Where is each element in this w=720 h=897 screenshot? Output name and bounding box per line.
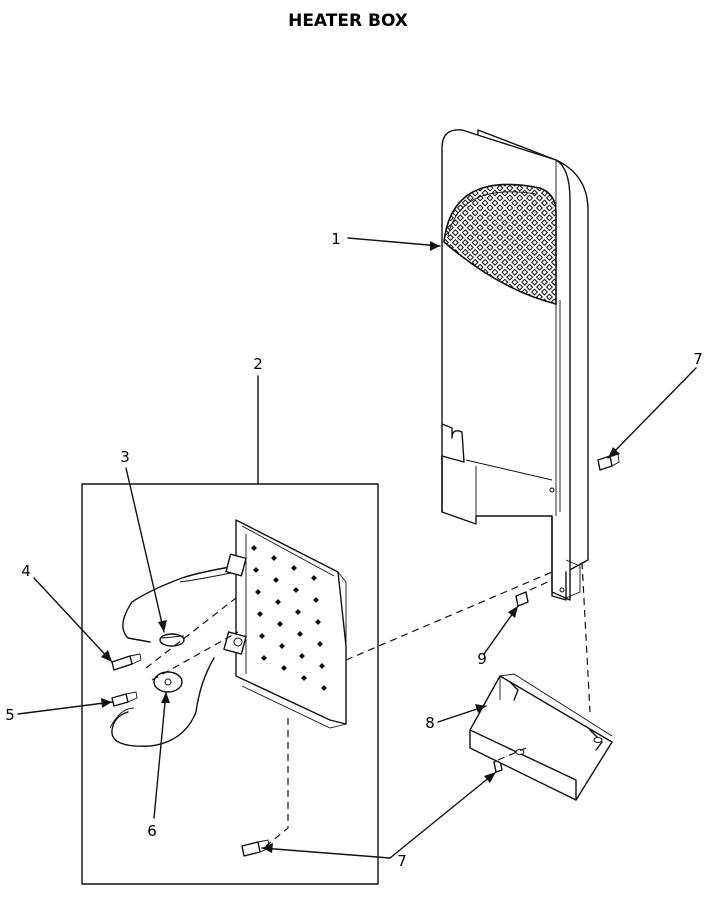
callout-5: 5	[5, 706, 15, 724]
plate-terminal-hole	[281, 665, 287, 671]
plate-terminal-hole	[297, 631, 303, 637]
callout-3: 3	[120, 448, 130, 466]
plate-terminal-hole	[315, 619, 321, 625]
heating-element-plate	[235, 519, 347, 729]
plate-terminal-hole	[317, 641, 323, 647]
assembly-lines	[145, 561, 591, 847]
plate-terminal-hole	[301, 675, 307, 681]
callout-7-lower: 7	[397, 852, 407, 870]
plate-terminal-hole	[273, 577, 279, 583]
callout-4: 4	[21, 562, 31, 580]
heater-assembly-frame	[81, 483, 379, 885]
plate-terminal-hole	[257, 611, 263, 617]
plate-terminal-hole	[279, 643, 285, 649]
diagram-title: HEATER BOX	[288, 11, 408, 31]
plate-terminal-hole	[255, 589, 261, 595]
mounting-bracket	[469, 673, 613, 801]
callout-9: 9	[477, 650, 487, 668]
callout-labels: 1 2 3 4 5 6 7 7 8 9	[5, 230, 703, 870]
plate-terminal-hole	[253, 567, 259, 573]
plate-terminal-hole	[299, 653, 305, 659]
callout-2: 2	[253, 355, 263, 373]
plate-terminal-hole	[293, 587, 299, 593]
plate-terminal-hole	[277, 621, 283, 627]
plate-terminal-hole	[275, 599, 281, 605]
plate-terminal-hole	[251, 545, 257, 551]
screw-9	[515, 591, 529, 607]
wiring	[109, 553, 247, 747]
plate-terminal-hole	[295, 609, 301, 615]
plate-terminal-hole	[321, 685, 327, 691]
plate-terminal-hole	[319, 663, 325, 669]
plate-terminal-hole	[291, 565, 297, 571]
plate-terminal-hole	[259, 633, 265, 639]
leader-lines	[17, 237, 697, 859]
callout-1: 1	[331, 230, 341, 248]
plate-terminal-hole	[313, 597, 319, 603]
screw-4	[111, 653, 142, 671]
plate-terminal-hole	[271, 555, 277, 561]
plate-terminal-hole	[311, 575, 317, 581]
heater-box-panel	[441, 129, 589, 601]
thermostat-3	[159, 633, 185, 647]
plate-terminal-hole	[261, 655, 267, 661]
thermal-fuse-6	[153, 671, 183, 693]
callout-6: 6	[147, 822, 157, 840]
callout-7-upper: 7	[693, 350, 703, 368]
callout-8: 8	[425, 714, 435, 732]
screw-5	[111, 691, 138, 707]
screw-7-upper	[597, 453, 620, 471]
